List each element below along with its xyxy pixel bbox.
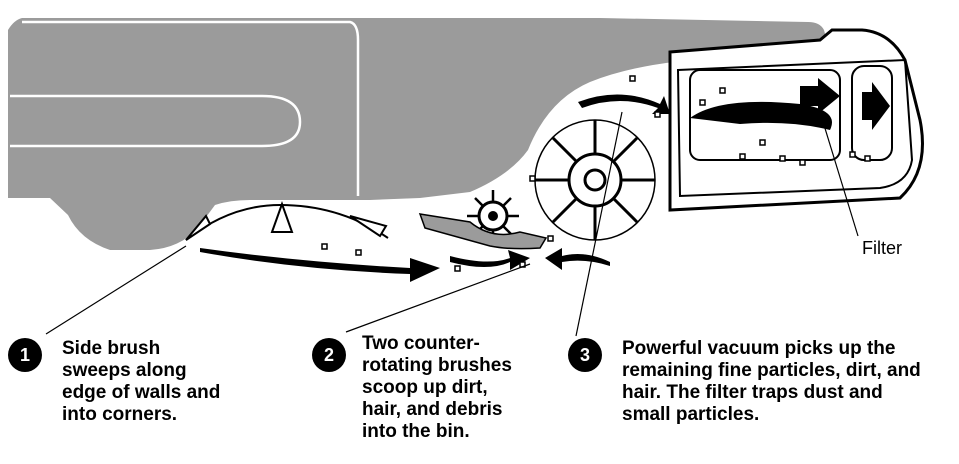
step-2-caption: Two counter- rotating brushes scoop up d… (362, 333, 512, 442)
dust-bin-inner (676, 58, 914, 198)
step-2-badge: 2 (312, 338, 346, 372)
sweep-arrow-2 (450, 250, 530, 270)
filter-cartridge (851, 65, 893, 161)
beater-brush (467, 190, 519, 242)
debris (321, 75, 871, 272)
filter-label: Filter (862, 238, 902, 258)
main-brush (534, 119, 656, 241)
handle-outline (10, 94, 302, 148)
lid-outline (22, 20, 360, 196)
step-3-badge: 3 (568, 338, 602, 372)
sweep-arrow-1 (200, 248, 440, 282)
leader-lines (45, 111, 859, 337)
airflow-arrow-outlet (862, 82, 890, 130)
step-1-badge: 1 (8, 338, 42, 372)
sweep-arrow-3 (545, 248, 610, 270)
robot-body (8, 18, 828, 250)
step-3-caption: Powerful vacuum picks up the remaining f… (622, 338, 921, 425)
suction-arrow (578, 94, 670, 114)
airflow-arrow (800, 78, 840, 114)
airflow-swirl (690, 101, 832, 130)
side-brush (185, 201, 389, 241)
step-1-caption: Side brush sweeps along edge of walls an… (62, 338, 221, 425)
filter-chamber (689, 69, 841, 161)
rubber-guide (418, 213, 548, 250)
